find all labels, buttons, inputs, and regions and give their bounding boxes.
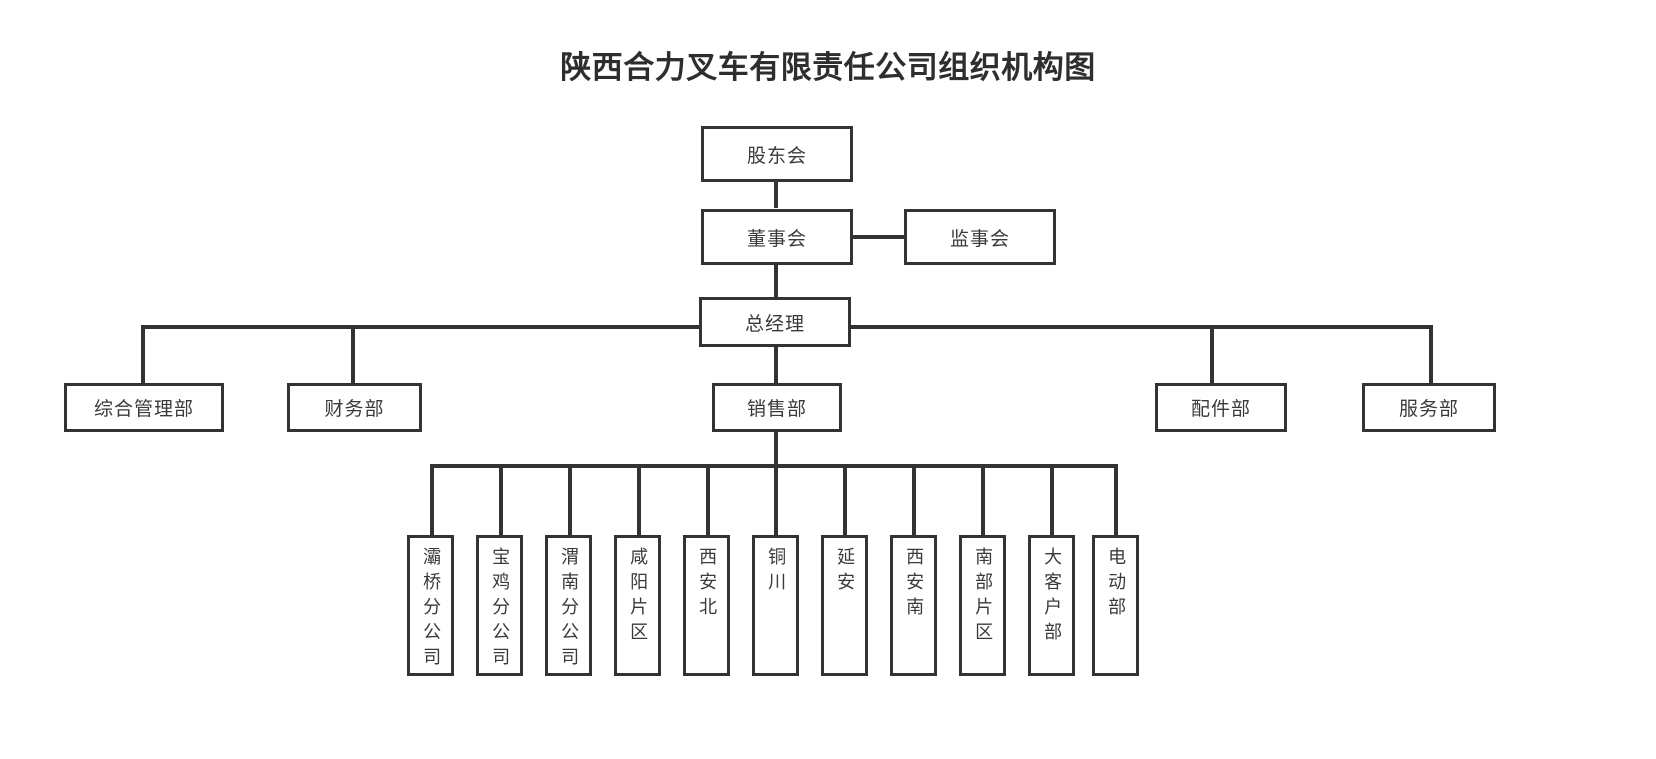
node-supervisors-label: 监事会 <box>949 228 1010 250</box>
connector-shareholders-board <box>774 182 778 208</box>
connector-drop-general-admin <box>141 325 145 385</box>
connector-sales-subbus <box>774 428 778 466</box>
node-weinan-branch[interactable]: 渭南分公司 <box>545 535 592 676</box>
node-south-area-label: 南部片区 <box>973 547 994 647</box>
node-board[interactable]: 董事会 <box>701 209 853 265</box>
node-xian-north-label: 西安北 <box>697 547 718 622</box>
node-parts-label: 配件部 <box>1190 399 1251 420</box>
node-baoji-branch[interactable]: 宝鸡分公司 <box>476 535 523 676</box>
node-weinan-branch-label: 渭南分公司 <box>559 547 580 672</box>
node-xianyang-area[interactable]: 咸阳片区 <box>614 535 661 676</box>
node-supervisors[interactable]: 监事会 <box>904 209 1056 265</box>
connector-drop-parts <box>1210 325 1214 385</box>
connector-drop-south-area <box>981 464 985 535</box>
connector-drop-key-accounts <box>1050 464 1054 535</box>
node-key-accounts-label: 大客户部 <box>1042 547 1063 647</box>
node-parts[interactable]: 配件部 <box>1155 383 1287 432</box>
connector-drop-sales <box>774 345 778 385</box>
node-tongchuan-label: 铜川 <box>766 547 787 597</box>
node-xian-north[interactable]: 西安北 <box>683 535 730 676</box>
node-sales[interactable]: 销售部 <box>712 383 842 432</box>
node-shareholders-label: 股东会 <box>746 145 807 167</box>
connector-drop-yanan <box>843 464 847 535</box>
node-general-manager-label: 总经理 <box>744 313 805 335</box>
connector-drop-baqiao-branch <box>430 464 434 535</box>
node-finance-label: 财务部 <box>324 399 385 420</box>
node-general-admin[interactable]: 综合管理部 <box>64 383 224 432</box>
connector-drop-tongchuan <box>774 464 778 535</box>
page-title: 陕西合力叉车有限责任公司组织机构图 <box>560 50 1096 85</box>
node-key-accounts[interactable]: 大客户部 <box>1028 535 1075 676</box>
node-baoji-branch-label: 宝鸡分公司 <box>490 547 511 672</box>
node-xian-south[interactable]: 西安南 <box>890 535 937 676</box>
connector-drop-finance <box>351 325 355 385</box>
node-xian-south-label: 西安南 <box>904 547 925 622</box>
connector-drop-xian-south <box>912 464 916 535</box>
node-baqiao-branch-label: 灞桥分公司 <box>421 547 442 672</box>
connector-drop-xian-north <box>706 464 710 535</box>
connector-drop-service <box>1429 325 1433 385</box>
node-shareholders[interactable]: 股东会 <box>701 126 853 182</box>
node-yanan-label: 延安 <box>835 547 856 597</box>
connector-gm-bus-left <box>141 325 702 329</box>
connector-gm-bus-right <box>850 325 1433 329</box>
node-sales-label: 销售部 <box>746 399 807 420</box>
node-south-area[interactable]: 南部片区 <box>959 535 1006 676</box>
node-general-admin-label: 综合管理部 <box>93 399 194 420</box>
node-general-manager[interactable]: 总经理 <box>699 297 851 347</box>
connector-drop-baoji-branch <box>499 464 503 535</box>
node-xianyang-area-label: 咸阳片区 <box>628 547 649 647</box>
node-electric[interactable]: 电动部 <box>1092 535 1139 676</box>
node-baqiao-branch[interactable]: 灞桥分公司 <box>407 535 454 676</box>
node-service-label: 服务部 <box>1398 399 1459 420</box>
node-board-label: 董事会 <box>746 228 807 250</box>
node-tongchuan[interactable]: 铜川 <box>752 535 799 676</box>
node-yanan[interactable]: 延安 <box>821 535 868 676</box>
connector-drop-weinan-branch <box>568 464 572 535</box>
node-electric-label: 电动部 <box>1106 547 1127 622</box>
connector-board-supervisors <box>852 235 906 239</box>
node-finance[interactable]: 财务部 <box>287 383 422 432</box>
connector-drop-electric <box>1114 464 1118 535</box>
connector-board-gm <box>774 265 778 297</box>
connector-drop-xianyang-area <box>637 464 641 535</box>
node-service[interactable]: 服务部 <box>1362 383 1496 432</box>
